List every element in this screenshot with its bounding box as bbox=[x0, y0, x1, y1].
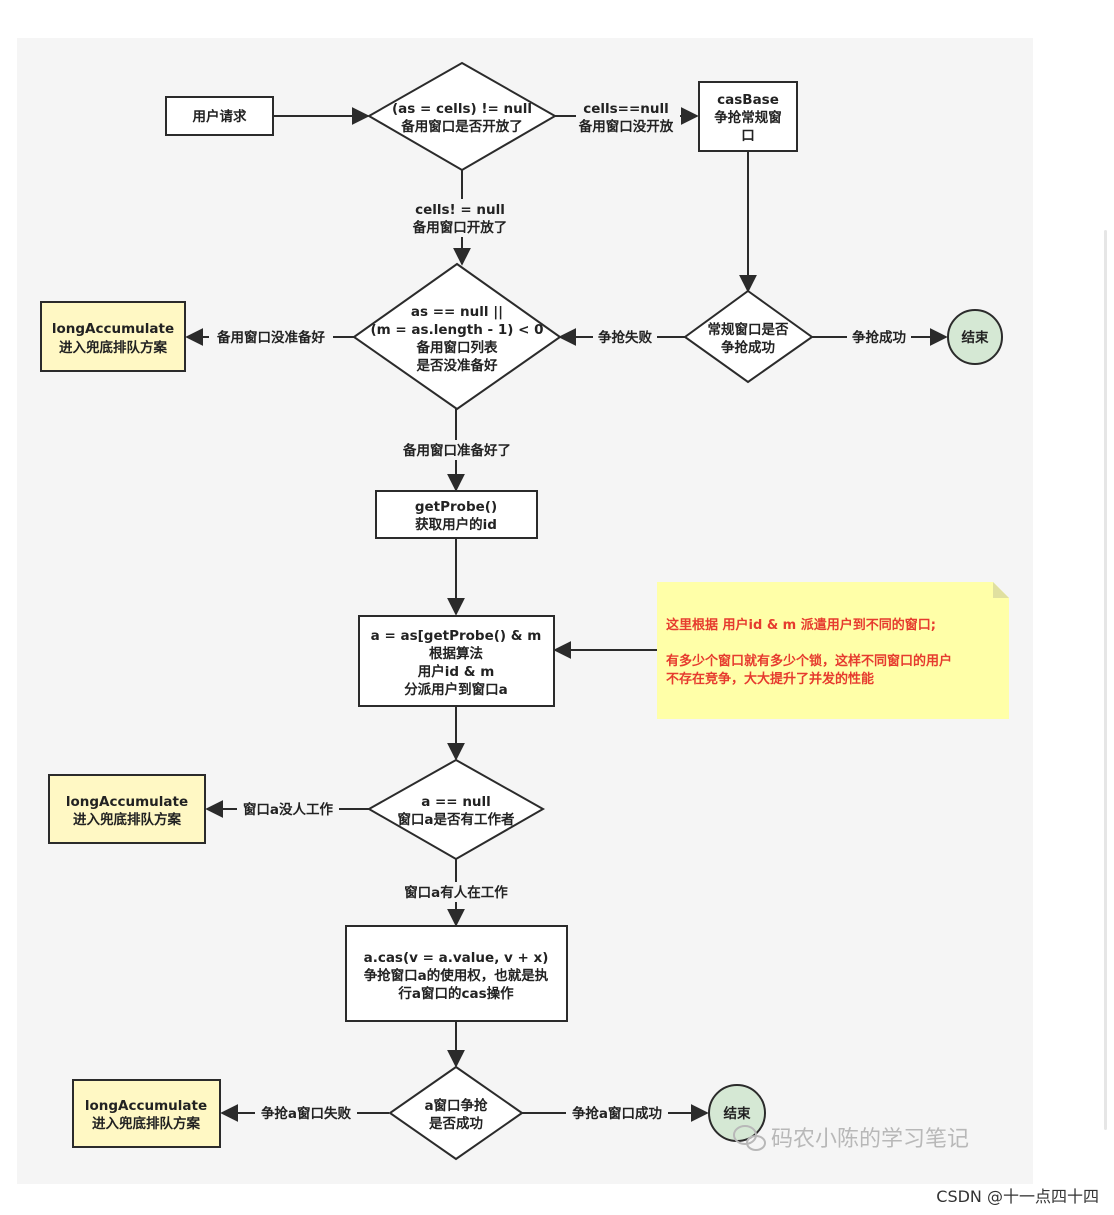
label-cells-null-1: cells==null bbox=[583, 101, 669, 117]
end-1-label: 结束 bbox=[962, 329, 990, 346]
getprobe-line-1: getProbe() bbox=[415, 499, 497, 515]
a-success-line-1: a窗口争抢 bbox=[424, 1097, 488, 1114]
scrollbar[interactable] bbox=[1104, 230, 1107, 1130]
long-acc-3-line-1: longAccumulate bbox=[85, 1098, 207, 1114]
as-check-line-4: 是否没准备好 bbox=[417, 357, 498, 374]
a-null-line-2: 窗口a是否有工作者 bbox=[397, 811, 515, 828]
casbase-line-1: casBase bbox=[717, 92, 779, 108]
a-null-line-1: a == null bbox=[421, 794, 491, 810]
node-normal-success-check: 常规窗口是否 争抢成功 bbox=[683, 289, 814, 384]
user-request-label: 用户请求 bbox=[193, 108, 247, 125]
cells-check-line-2: 备用窗口是否开放了 bbox=[400, 118, 523, 135]
as-check-line-2: (m = as.length - 1) < 0 bbox=[370, 322, 543, 338]
assign-line-4: 分派用户到窗口a bbox=[404, 681, 508, 698]
note-line-4: 不存在竞争，大大提升了并发的性能 bbox=[666, 671, 874, 687]
label-cells-not-null-1: cells! = null bbox=[415, 202, 505, 218]
wechat-icon bbox=[733, 1125, 766, 1151]
label-has-worker: 窗口a有人在工作 bbox=[404, 884, 508, 901]
node-long-accumulate-3: longAccumulate 进入兜底排队方案 bbox=[72, 1079, 221, 1148]
cells-check-line-1: (as = cells) != null bbox=[392, 101, 532, 117]
note: 这里根据 用户id & m 派遣用户到不同的窗口; 有多少个窗口就有多少个锁，这… bbox=[657, 582, 1009, 719]
node-a-null-check: a == null 窗口a是否有工作者 bbox=[366, 758, 546, 861]
label-no-worker: 窗口a没人工作 bbox=[243, 801, 334, 818]
node-long-accumulate-2: longAccumulate 进入兜底排队方案 bbox=[48, 774, 206, 844]
casbase-line-3: 口 bbox=[741, 128, 755, 144]
as-check-line-1: as == null || bbox=[411, 304, 503, 320]
edge-labels: cells==null 备用窗口没开放 cells! = null 备用窗口开放… bbox=[209, 99, 911, 1123]
assign-line-2: 根据算法 bbox=[429, 645, 483, 662]
node-getprobe: getProbe() 获取用户的id bbox=[375, 490, 538, 539]
long-acc-1-line-2: 进入兜底排队方案 bbox=[59, 339, 167, 356]
cas-line-1: a.cas(v = a.value, v + x) bbox=[364, 950, 549, 966]
node-user-request: 用户请求 bbox=[165, 96, 274, 136]
csdn-credit: CSDN @十一点四十四 bbox=[936, 1187, 1099, 1206]
node-as-check: as == null || (m = as.length - 1) < 0 备用… bbox=[352, 262, 562, 411]
getprobe-line-2: 获取用户的id bbox=[415, 516, 497, 533]
node-cells-check: (as = cells) != null 备用窗口是否开放了 bbox=[366, 61, 558, 172]
label-grab-success: 争抢成功 bbox=[852, 329, 906, 346]
label-cells-null-2: 备用窗口没开放 bbox=[578, 118, 674, 135]
a-success-line-2: 是否成功 bbox=[429, 1115, 483, 1132]
note-line-3: 有多少个窗口就有多少个锁，这样不同窗口的用户 bbox=[666, 653, 952, 669]
casbase-line-2: 争抢常规窗 bbox=[714, 109, 782, 126]
cas-line-2: 争抢窗口a的使用权，也就是执 bbox=[364, 967, 549, 984]
long-acc-1-line-1: longAccumulate bbox=[52, 321, 174, 337]
cas-line-3: 行a窗口的cas操作 bbox=[397, 985, 514, 1002]
label-a-success: 争抢a窗口成功 bbox=[572, 1105, 662, 1122]
label-not-ready: 备用窗口没准备好 bbox=[216, 329, 325, 346]
label-grab-fail: 争抢失败 bbox=[598, 329, 652, 346]
watermark-text: 码农小陈的学习笔记 bbox=[771, 1127, 969, 1152]
normal-check-line-1: 常规窗口是否 bbox=[708, 321, 789, 338]
node-long-accumulate-1: longAccumulate 进入兜底排队方案 bbox=[40, 301, 186, 372]
node-casbase: casBase 争抢常规窗 口 bbox=[698, 81, 798, 152]
node-a-success-check: a窗口争抢 是否成功 bbox=[388, 1065, 524, 1161]
end-2-label: 结束 bbox=[724, 1105, 752, 1122]
assign-line-3: 用户id & m bbox=[418, 663, 495, 680]
long-acc-2-line-2: 进入兜底排队方案 bbox=[73, 811, 181, 828]
node-end-1: 结束 bbox=[947, 309, 1003, 365]
note-line-1: 这里根据 用户id & m 派遣用户到不同的窗口; bbox=[666, 617, 936, 633]
node-cas-op: a.cas(v = a.value, v + x) 争抢窗口a的使用权，也就是执… bbox=[345, 925, 568, 1022]
assign-line-1: a = as[getProbe() & m bbox=[371, 628, 542, 644]
label-cells-not-null-2: 备用窗口开放了 bbox=[412, 219, 508, 236]
long-acc-2-line-1: longAccumulate bbox=[66, 794, 188, 810]
as-check-line-3: 备用窗口列表 bbox=[416, 339, 498, 356]
long-acc-3-line-2: 进入兜底排队方案 bbox=[92, 1115, 200, 1132]
label-a-fail: 争抢a窗口失败 bbox=[261, 1105, 352, 1122]
label-ready: 备用窗口准备好了 bbox=[402, 442, 511, 459]
normal-check-line-2: 争抢成功 bbox=[721, 339, 775, 356]
node-assign: a = as[getProbe() & m 根据算法 用户id & m 分派用户… bbox=[358, 615, 555, 707]
